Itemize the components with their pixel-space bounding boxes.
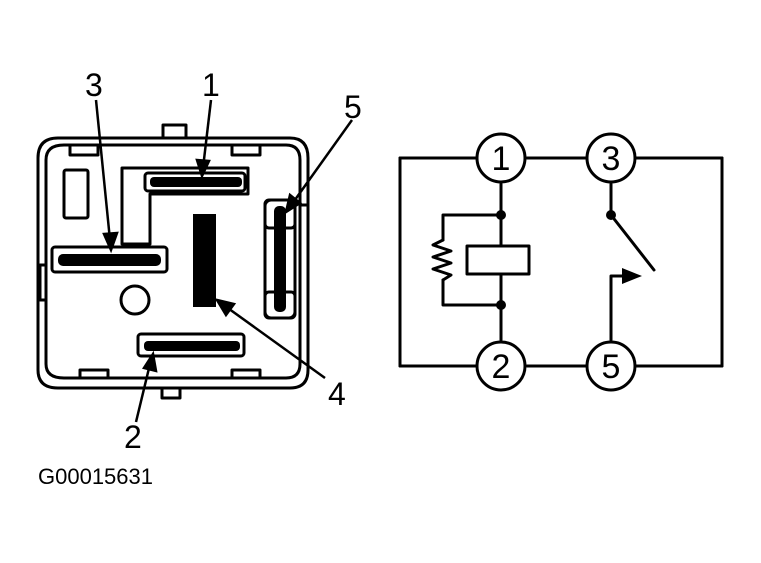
relay-slot-upper-left [62,168,90,220]
relay-notch-top-left [68,145,100,157]
callout-pin5: 5 [344,89,362,125]
relay-locating-hole [119,284,151,316]
relay-pin4-blade [193,214,216,307]
resistor-zigzag [431,238,453,282]
leader-pin3-arrowhead [102,231,119,254]
leader-pin2 [134,363,152,423]
junction-coil-bottom [496,300,506,310]
resistor-lower-wire [441,278,503,307]
switch-pivot [606,210,616,220]
terminal-5-circle [585,340,637,392]
relay-pin3-blade [58,254,161,266]
callout-pin1: 1 [202,67,220,103]
terminal-5-label: 5 [602,348,621,386]
relay-notch-bottom-left [78,368,110,378]
relay-bottom-tab [160,388,182,400]
leader-pin1-arrowhead [195,158,211,180]
terminal-2-circle [475,340,527,392]
wire-switch-lower [609,274,628,342]
terminal-3-label: 3 [602,140,621,178]
relay-housing-outer [36,136,310,390]
relay-pin5-blade [274,206,286,312]
relay-blades [58,177,286,351]
terminal-1-circle [475,132,527,184]
figure-code: G00015631 [38,464,153,489]
terminal-1-label: 1 [492,140,511,178]
junction-coil-top [496,210,506,220]
leader-pin3 [94,99,112,241]
switch-contact-arrowhead [622,268,642,284]
relay-pin2-blade [144,341,240,351]
relay-schematic [398,156,724,368]
schematic-terminals [475,132,637,392]
resistor-upper-wire [441,213,503,242]
leader-pin2-arrowhead [142,350,158,373]
relay-notch-left [38,263,46,302]
relay-coil [465,244,531,276]
terminal-2-label: 2 [492,348,511,386]
leader-pin5-arrowhead [284,192,303,215]
relay-pin1-blade [150,177,242,187]
switch-blade [609,213,656,272]
relay-leaders [94,99,354,423]
callout-pin3: 3 [85,67,103,103]
relay-notch-bottom-right [230,368,262,378]
leader-pin5 [290,119,354,205]
relay-top-tab [161,123,188,138]
leader-pin4-arrowhead [214,298,237,318]
relay-pin2-surround [136,332,246,358]
relay-housing-inner [44,143,302,380]
callout-pin2: 2 [124,419,142,455]
terminal-3-circle [585,132,637,184]
leader-pin4 [224,304,326,380]
relay-pin-boss [120,166,250,246]
leader-pin1 [201,99,213,169]
callout-pin4: 4 [328,376,346,412]
relay-face [36,123,310,400]
relay-notch-top-right [230,145,262,157]
relay-pin1-surround [143,171,247,193]
schematic-junctions [496,210,642,310]
